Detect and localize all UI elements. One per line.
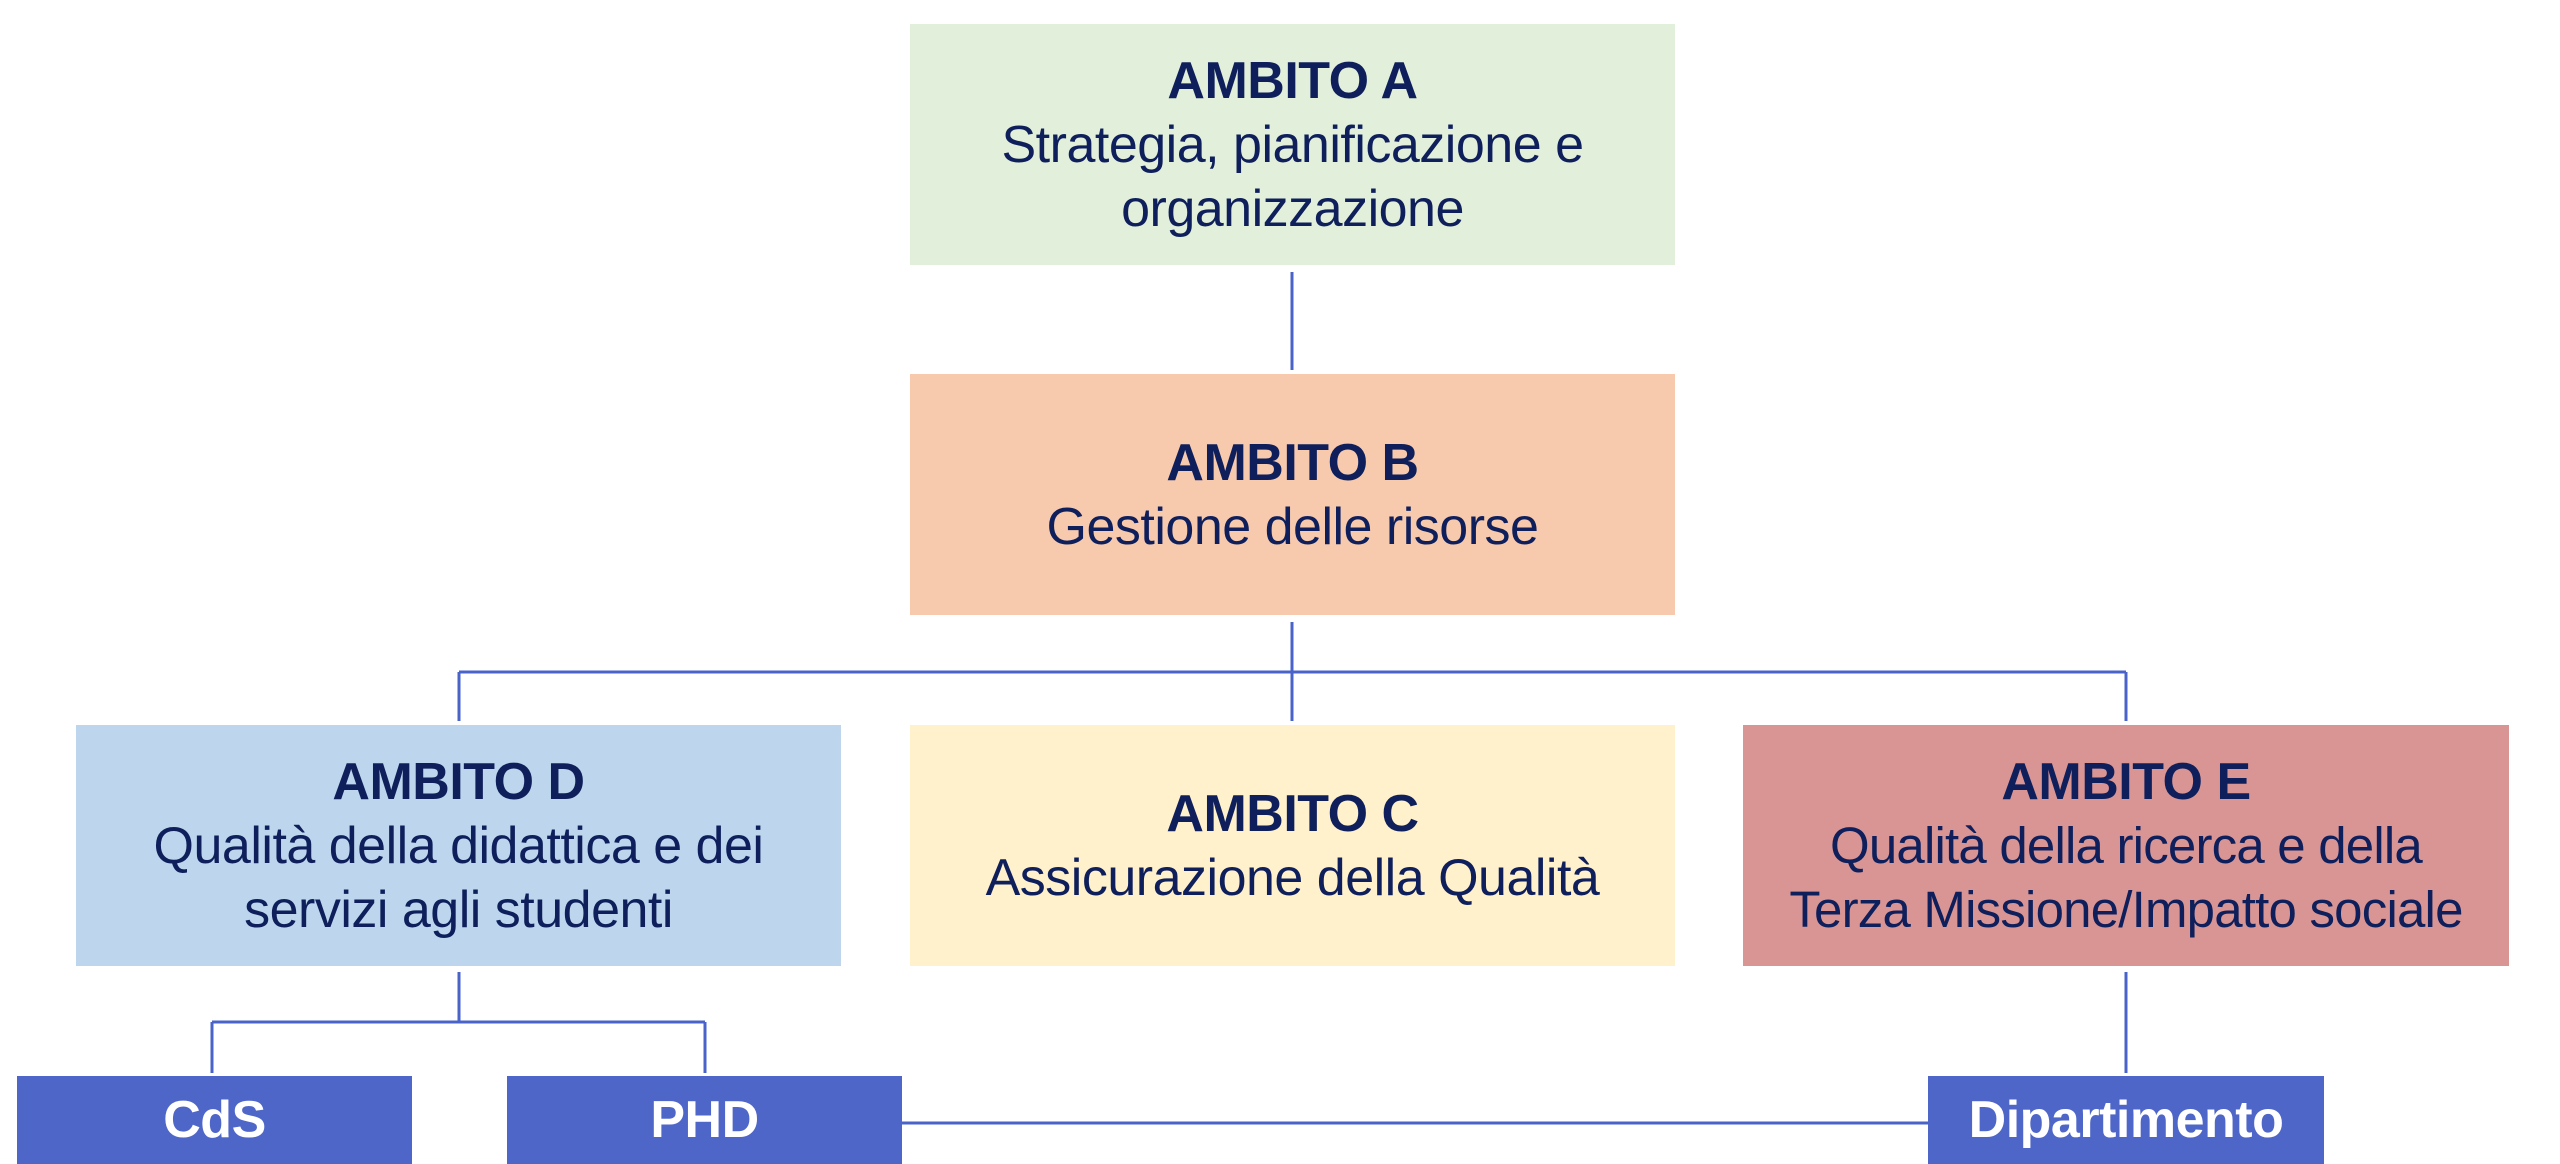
ambito-a-desc-line: organizzazione [1121,179,1464,238]
ambito-b-title: AMBITO B [1166,433,1419,492]
ambito-e-desc-line: Qualità della ricerca e della [1830,816,2423,874]
ambito-c-desc-line: Assicurazione della Qualità [985,848,1600,907]
ambito-e-title: AMBITO E [2001,752,2251,811]
ambito-e-description: Qualità della ricerca e della Terza Miss… [1789,814,2463,942]
leaf-cds: CdS [17,1076,412,1164]
leaf-dipartimento: Dipartimento [1928,1076,2324,1164]
ambito-c-title: AMBITO C [1166,784,1419,843]
ambito-d-description: Qualità della didattica e dei servizi ag… [154,814,764,942]
ambito-b-desc-line: Gestione delle risorse [1046,497,1539,556]
ambito-a-title: AMBITO A [1167,51,1418,110]
ambito-a-desc-line: Strategia, pianificazione e [1001,115,1585,174]
ambito-c-box: AMBITO C Assicurazione della Qualità [910,725,1675,966]
leaf-phd: PHD [507,1076,902,1164]
ambito-a-description: Strategia, pianificazione e organizzazio… [1001,113,1585,241]
ambito-e-box: AMBITO E Qualità della ricerca e della T… [1743,725,2509,966]
ambito-d-desc-line: Qualità della didattica e dei [153,816,764,875]
ambito-b-description: Gestione delle risorse [1047,495,1539,559]
ambito-c-description: Assicurazione della Qualità [986,846,1600,910]
ambito-d-desc-line: servizi agli studenti [244,880,673,939]
ambito-a-box: AMBITO A Strategia, pianificazione e org… [910,24,1675,265]
ambito-d-box: AMBITO D Qualità della didattica e dei s… [76,725,841,966]
ambito-e-desc-line: Terza Missione/Impatto sociale [1789,880,2463,938]
ambito-d-title: AMBITO D [332,752,585,811]
ambito-b-box: AMBITO B Gestione delle risorse [910,374,1675,615]
